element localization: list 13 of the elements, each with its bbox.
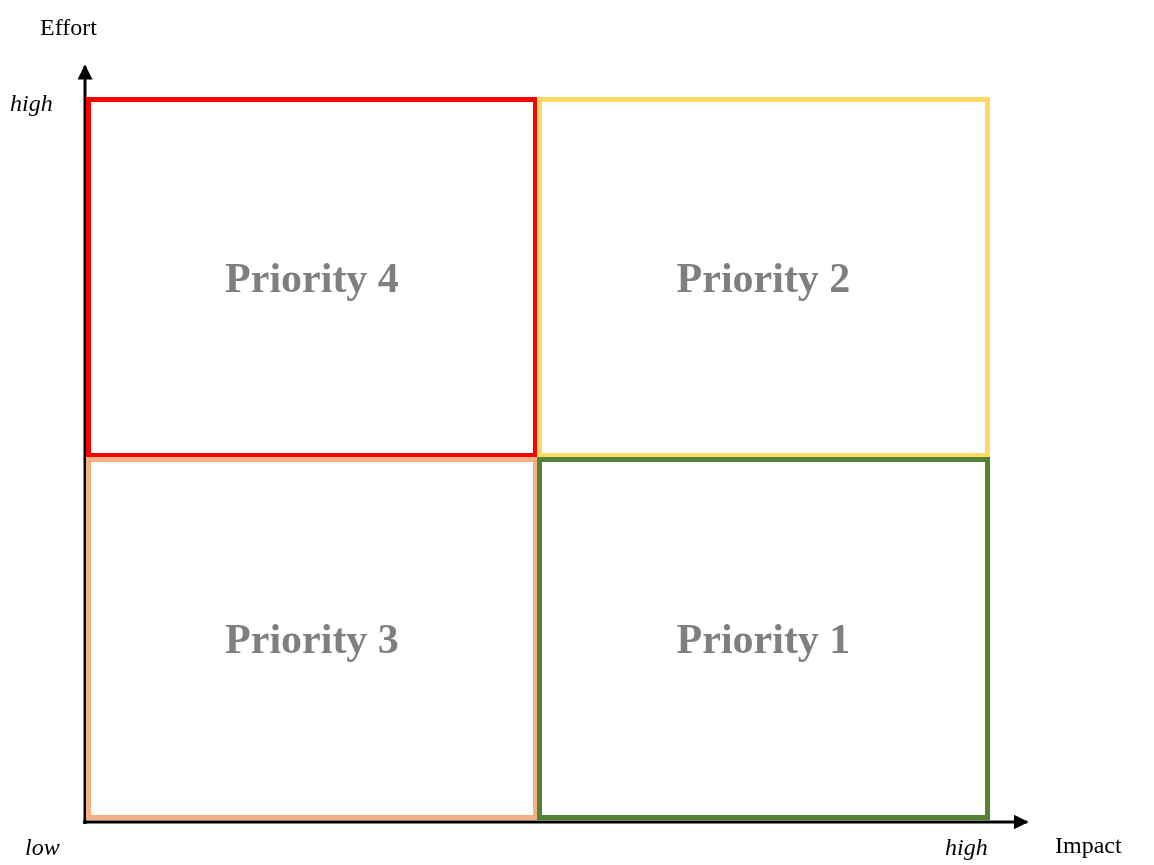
axis-end-label: high xyxy=(945,834,988,862)
quadrant-label: Priority 2 xyxy=(676,253,851,302)
quadrant-label: Priority 3 xyxy=(225,614,399,663)
axis-end-label: low xyxy=(25,834,60,862)
quadrant-label: Priority 1 xyxy=(676,614,851,663)
axis-title: Impact xyxy=(1055,832,1122,860)
quadrant-box xyxy=(86,457,538,820)
axis-end-label: high xyxy=(10,90,53,118)
quadrant-box xyxy=(537,457,990,820)
quadrant-label: Priority 4 xyxy=(225,253,399,302)
quadrant-box xyxy=(86,97,538,458)
quadrant-box xyxy=(537,97,990,458)
axis-title: Effort xyxy=(40,14,97,42)
